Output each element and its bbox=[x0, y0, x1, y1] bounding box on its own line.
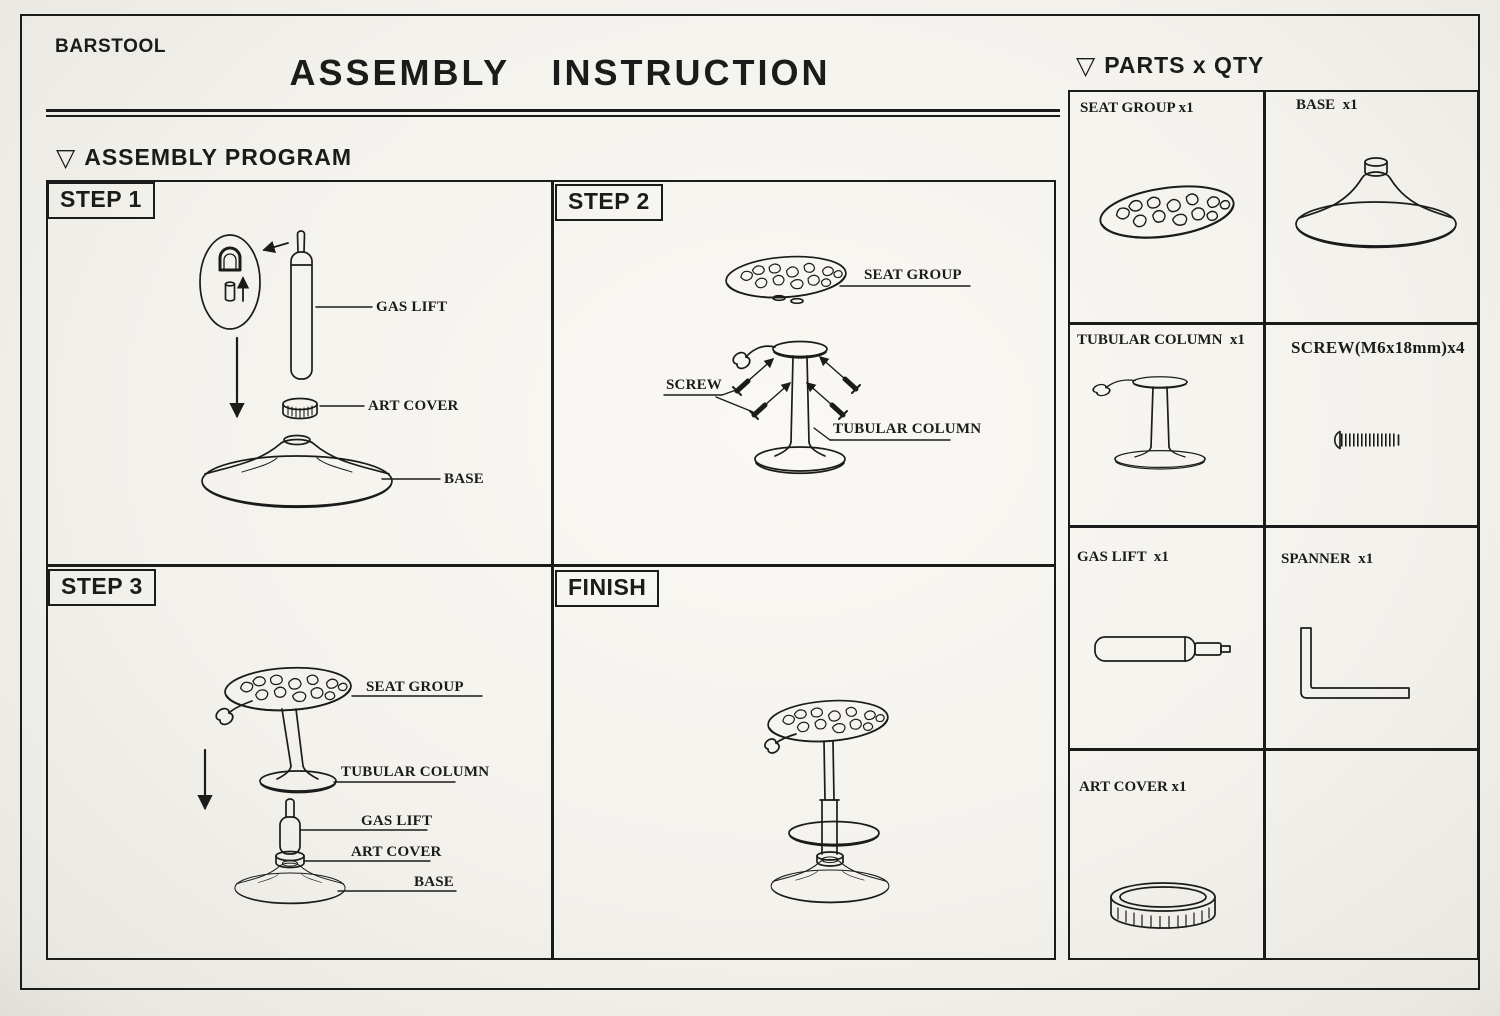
steps-grid-horizontal-divider bbox=[46, 564, 1056, 567]
brand: BARSTOOL bbox=[55, 36, 167, 57]
step3-gas-lift-label: GAS LIFT bbox=[361, 813, 433, 829]
step3-base-label: BASE bbox=[414, 874, 454, 890]
part-base-label: BASE x1 bbox=[1296, 97, 1358, 113]
step2-seat-group-label: SEAT GROUP bbox=[864, 267, 962, 283]
part-screw-label: SCREW(M6x18mm)x4 bbox=[1291, 338, 1465, 357]
finish-tag: FINISH bbox=[555, 570, 660, 607]
part-gas-lift-label: GAS LIFT x1 bbox=[1077, 549, 1169, 565]
step3-seat-group-label: SEAT GROUP bbox=[366, 679, 464, 695]
triangle-icon: ▽ bbox=[1076, 51, 1096, 80]
assembly-program-heading: ▽ ASSEMBLY PROGRAM bbox=[56, 144, 352, 171]
step1-tag: STEP 1 bbox=[47, 182, 155, 219]
parts-table-row-divider-3 bbox=[1068, 748, 1479, 751]
part-tubular-column-label: TUBULAR COLUMN x1 bbox=[1077, 332, 1245, 348]
step3-tag: STEP 3 bbox=[48, 569, 156, 606]
step3-art-cover-label: ART COVER bbox=[351, 844, 442, 860]
step1-gas-lift-label: GAS LIFT bbox=[376, 299, 448, 315]
step2-tag: STEP 2 bbox=[555, 184, 663, 221]
assembly-program-heading-text: ASSEMBLY PROGRAM bbox=[84, 144, 352, 170]
step1-art-cover-label: ART COVER bbox=[368, 398, 459, 414]
steps-grid-vertical-divider bbox=[551, 180, 554, 960]
page-title: ASSEMBLY INSTRUCTION bbox=[289, 52, 831, 93]
part-spanner-label: SPANNER x1 bbox=[1281, 551, 1374, 567]
step2-tubular-column-label: TUBULAR COLUMN bbox=[833, 421, 982, 437]
part-seat-group-label: SEAT GROUP x1 bbox=[1080, 100, 1194, 116]
step2-screw-label: SCREW bbox=[666, 377, 723, 393]
part-art-cover-label: ART COVER x1 bbox=[1079, 779, 1187, 795]
step1-base-label: BASE bbox=[444, 471, 484, 487]
parts-table-row-divider-1 bbox=[1068, 322, 1479, 325]
sheet-border bbox=[20, 14, 1480, 990]
title-rule-top bbox=[46, 109, 1060, 112]
parts-qty-heading: ▽ PARTS x QTY bbox=[1076, 52, 1264, 79]
parts-qty-heading-text: PARTS x QTY bbox=[1104, 52, 1265, 78]
parts-table-row-divider-2 bbox=[1068, 525, 1479, 528]
step3-tubular-column-label: TUBULAR COLUMN bbox=[341, 764, 490, 780]
triangle-icon: ▽ bbox=[56, 143, 76, 172]
title-rule-bottom bbox=[46, 115, 1060, 117]
